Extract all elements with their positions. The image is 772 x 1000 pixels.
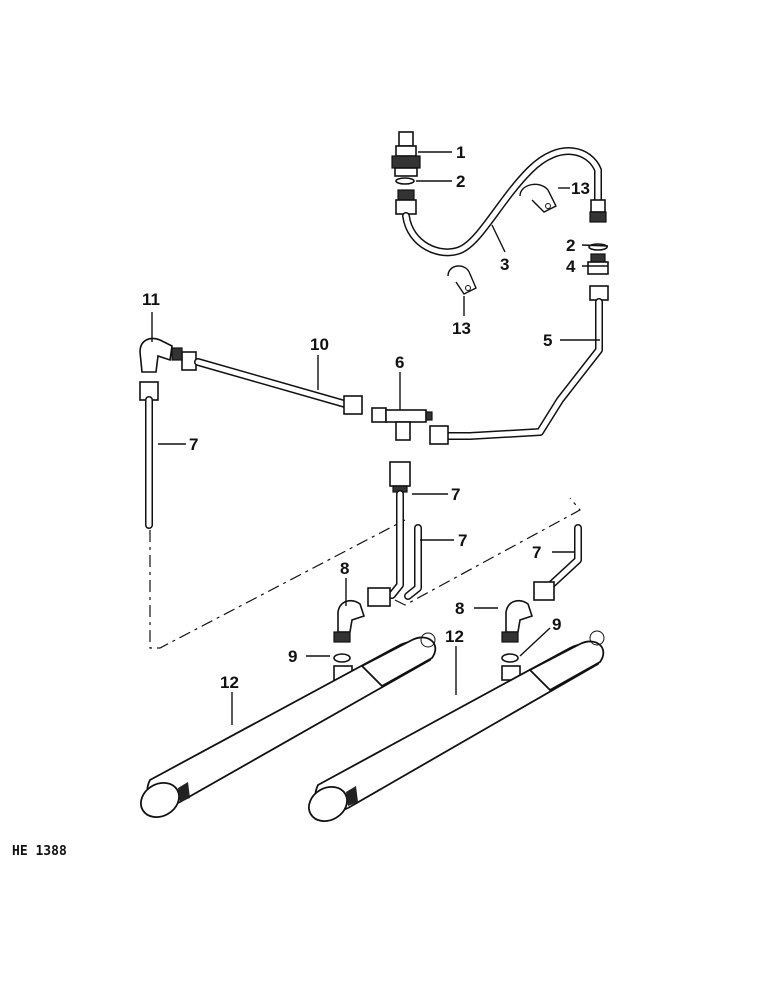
tube-10	[181, 351, 363, 415]
leader-lines	[151, 151, 609, 725]
callout-12-left: 12	[220, 673, 239, 692]
callout-5: 5	[543, 331, 552, 350]
callout-12-right: 12	[445, 627, 464, 646]
callout-numbers: 1 2 13 3 2 4 13 5 11 10 6 7 7 7 7 8 8 9 …	[142, 143, 590, 692]
callout-7-left: 7	[189, 435, 198, 454]
clamp-13-lower	[447, 265, 477, 295]
elbow-8-right	[501, 599, 534, 643]
tube-5	[429, 285, 609, 445]
adapter-fitting-1	[391, 131, 421, 177]
connector-4	[587, 253, 609, 275]
callout-2-lower: 2	[566, 236, 575, 255]
callout-8-right: 8	[455, 599, 464, 618]
callout-9-right: 9	[552, 615, 561, 634]
callout-7-center-upper: 7	[451, 485, 460, 504]
callout-7-right: 7	[532, 543, 541, 562]
clamp-13-upper	[519, 183, 557, 213]
callout-11: 11	[142, 290, 160, 309]
callout-6: 6	[395, 353, 404, 372]
callout-4: 4	[566, 257, 576, 276]
assembly-guide-lines	[149, 497, 581, 649]
callout-1: 1	[456, 143, 465, 162]
callout-2-upper: 2	[456, 172, 465, 191]
callout-7-center-lower: 7	[458, 531, 467, 550]
callout-8-left: 8	[340, 559, 349, 578]
tube-7-center	[367, 461, 422, 607]
tee-fitting-6	[371, 407, 433, 441]
callout-10: 10	[310, 335, 329, 354]
elbow-8-left	[333, 599, 366, 643]
tube-7-left	[139, 381, 159, 529]
seal-9-right	[501, 653, 521, 681]
tube-3	[395, 147, 607, 257]
callout-9-left: 9	[288, 647, 297, 666]
callout-13-upper: 13	[571, 179, 590, 198]
cylinder-12-right	[308, 630, 605, 822]
cylinder-12-left	[140, 632, 437, 818]
callout-3: 3	[500, 255, 509, 274]
elbow-11	[139, 337, 183, 373]
tube-7-right	[533, 524, 582, 601]
figure-reference: HE 1388	[12, 844, 67, 859]
callout-13-lower: 13	[452, 319, 471, 338]
o-ring-2-upper	[395, 177, 415, 185]
